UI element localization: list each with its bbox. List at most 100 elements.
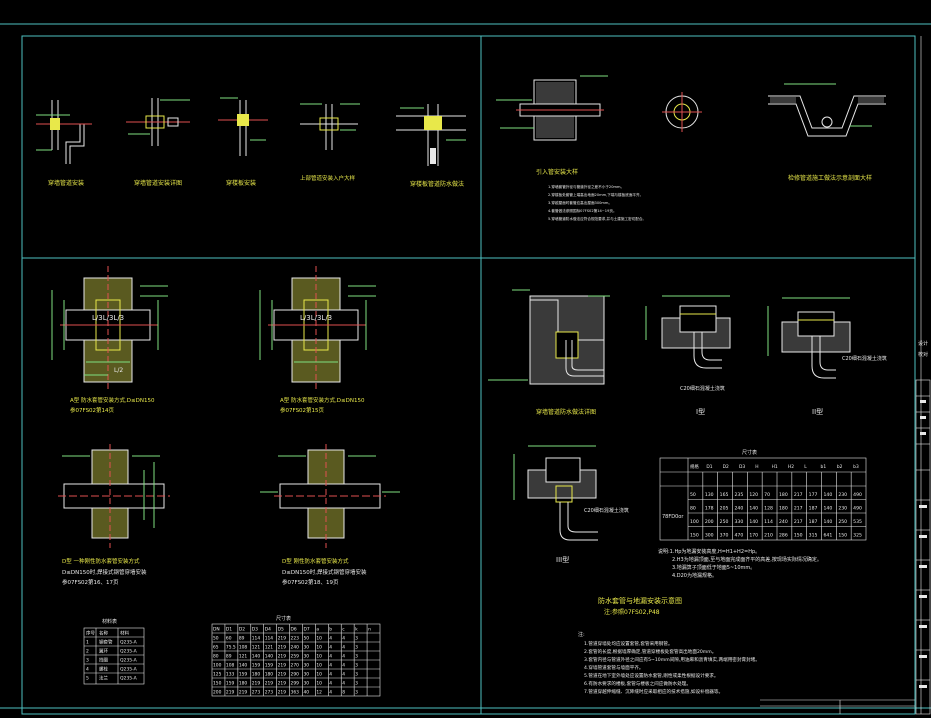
table-cell: 130 — [705, 492, 714, 498]
table-cell: Q235-A — [120, 676, 138, 682]
note-mid-line: 说明:1.Hp为地漏安装高度,H=H1+H2=Hp。 — [658, 548, 760, 555]
detail-d-type-1: D型 一种刚性防水套管安装方式 D≤DN150时,焊接式钢管穿墙安装 参07FS… — [58, 444, 170, 586]
table-cell: 114 — [764, 519, 773, 525]
table-header-cell: 序号 — [86, 630, 95, 637]
table-cell: 180 — [265, 672, 274, 678]
caption-a1: A型 防水套管安装方式,D≤DN150 — [70, 396, 155, 404]
table-cell: 535 — [853, 519, 862, 525]
table-cell: 108 — [239, 645, 248, 651]
table-cell: 50 — [213, 636, 219, 642]
table-cell: 219 — [278, 645, 287, 651]
table-cell: 217 — [794, 519, 803, 525]
table-cell: Q235-A — [120, 640, 138, 646]
table-header-cell: 材料 — [120, 630, 129, 637]
table-cell: 286 — [779, 533, 788, 539]
table-cell: 187 — [809, 519, 818, 525]
table-cell: 4 — [329, 645, 332, 651]
table-cell: 40 — [303, 690, 309, 696]
notes-bottom: 注: 1.管道穿墙处均应设置套管,套管采用钢管。 2.套管的长度,根据墙厚确定,… — [578, 631, 760, 695]
table-cell: 325 — [853, 533, 862, 539]
table-cell: 470 — [735, 533, 744, 539]
table-cell: 翼环 — [99, 649, 108, 655]
concrete-label: C20细石混凝土浇筑 — [584, 507, 629, 514]
table-header-cell: D1 — [706, 464, 712, 470]
table-cell: 180 — [239, 681, 248, 687]
table-cell: 4 — [329, 636, 332, 642]
caption-d2: D型 刚性防水套管安装方式 — [282, 557, 349, 565]
table-cell: 10 — [316, 681, 322, 687]
table-cell: 240 — [779, 519, 788, 525]
table-header-cell: b — [329, 627, 332, 633]
table-cell: 140 — [824, 492, 833, 498]
table-cell: 219 — [278, 672, 287, 678]
table-cell: 290 — [291, 672, 300, 678]
table-cell: 219 — [278, 663, 287, 669]
table-cell: 挡圈 — [99, 657, 108, 664]
caption-a2: A型 防水套管安装方式,D≤DN150 — [280, 396, 365, 404]
material-table-title: 材料表 — [102, 618, 117, 625]
table-cell: 钢套管 — [99, 639, 113, 646]
table-cell: 300 — [705, 533, 714, 539]
table-cell: 10 — [316, 645, 322, 651]
dim-label: L/2 — [114, 367, 123, 374]
table-cell: 187 — [809, 506, 818, 512]
table-cell: 180 — [779, 492, 788, 498]
table-header-cell: D2 — [723, 464, 729, 470]
caption-d1: D型 一种刚性防水套管安装方式 — [62, 557, 140, 565]
table-cell: 140 — [749, 506, 758, 512]
table-cell: 219 — [226, 690, 235, 696]
table-cell: 178 — [705, 506, 714, 512]
table-cell: 140 — [824, 506, 833, 512]
table-header-cell: 名称 — [99, 630, 108, 637]
table-cell: 159 — [239, 672, 248, 678]
table-cell: 2 — [86, 649, 89, 655]
table-cell: 3 — [355, 663, 358, 669]
table-cell: 240 — [291, 645, 300, 651]
table-cell: 150 — [213, 681, 222, 687]
table-cell: 3 — [355, 654, 358, 660]
table-cell: 140 — [252, 654, 261, 660]
table-cell: 89 — [239, 636, 245, 642]
table-header-cell: n — [368, 628, 371, 633]
note-bottom-line: 6.有防水要求的楼板,套管与楼板之间应做防水处理。 — [584, 680, 691, 687]
table-cell: 89 — [226, 654, 232, 660]
top-right-details: 引入管安装大样 1.穿墙套管外径与管道外径之差不小于20mm。 2.穿楼板处套管… — [496, 75, 886, 221]
caption-type-2: II型 — [812, 407, 823, 416]
caption-a1-ref: 参07FS02第14页 — [70, 406, 115, 414]
detail-a-type-1: L/3L/3L/3 L/2 A型 防水套管安装方式,D≤DN150 参07FS0… — [51, 266, 168, 414]
note-mid-line: 2.H3为地漏顶面,至与地面完成面齐平的高差,按现场实际情况确定。 — [672, 556, 822, 563]
table-cell: 30 — [303, 681, 309, 687]
table-cell: 180 — [779, 506, 788, 512]
drain-type-2: C20细石混凝土浇筑 II型 — [767, 297, 887, 416]
note-bottom-line: 1.管道穿墙处均应设置套管,套管采用钢管。 — [584, 640, 673, 647]
note-mid-line: 4.D20为地漏规格。 — [672, 572, 717, 579]
table-cell: 217 — [794, 506, 803, 512]
caption-top-2: 穿墙管道安装详图 — [134, 179, 182, 187]
table-cell: 200 — [213, 690, 222, 696]
table-cell: 3 — [86, 658, 89, 664]
table-header-cell: H1 — [772, 464, 778, 470]
caption-top-1: 穿墙管道安装 — [48, 179, 84, 187]
drain-type-1: C20细石混凝土浇筑 I型 — [645, 295, 731, 416]
table-cell: 10 — [316, 654, 322, 660]
table-cell: 299 — [291, 681, 300, 687]
table-cell: 4 — [342, 681, 345, 687]
table-header-cell: DN — [213, 627, 220, 633]
table-cell: 490 — [853, 492, 862, 498]
detail-a-type-2: L/3L/3L/3 A型 防水套管安装方式,D≤DN150 参07FS02第15… — [259, 266, 376, 414]
table-cell: 4 — [329, 690, 332, 696]
note-bottom-line: 4.穿墙管道套管与墙面平齐。 — [584, 664, 644, 671]
table-cell: 219 — [278, 681, 287, 687]
table-cell: 219 — [252, 681, 261, 687]
table-cell: 4 — [342, 636, 345, 642]
table-cell: 219 — [278, 690, 287, 696]
caption-a2-ref: 参07FS02第15页 — [280, 406, 325, 414]
note-bottom-line: 5.管道在地下室外墙处应设置防水套管,刚性或柔性根据设计要求。 — [584, 672, 718, 679]
table-cell: 114 — [252, 636, 261, 642]
table-cell: 205 — [720, 506, 729, 512]
table-cell: 330 — [735, 519, 744, 525]
table-cell: 30 — [303, 645, 309, 651]
table-cell: 30 — [303, 672, 309, 678]
